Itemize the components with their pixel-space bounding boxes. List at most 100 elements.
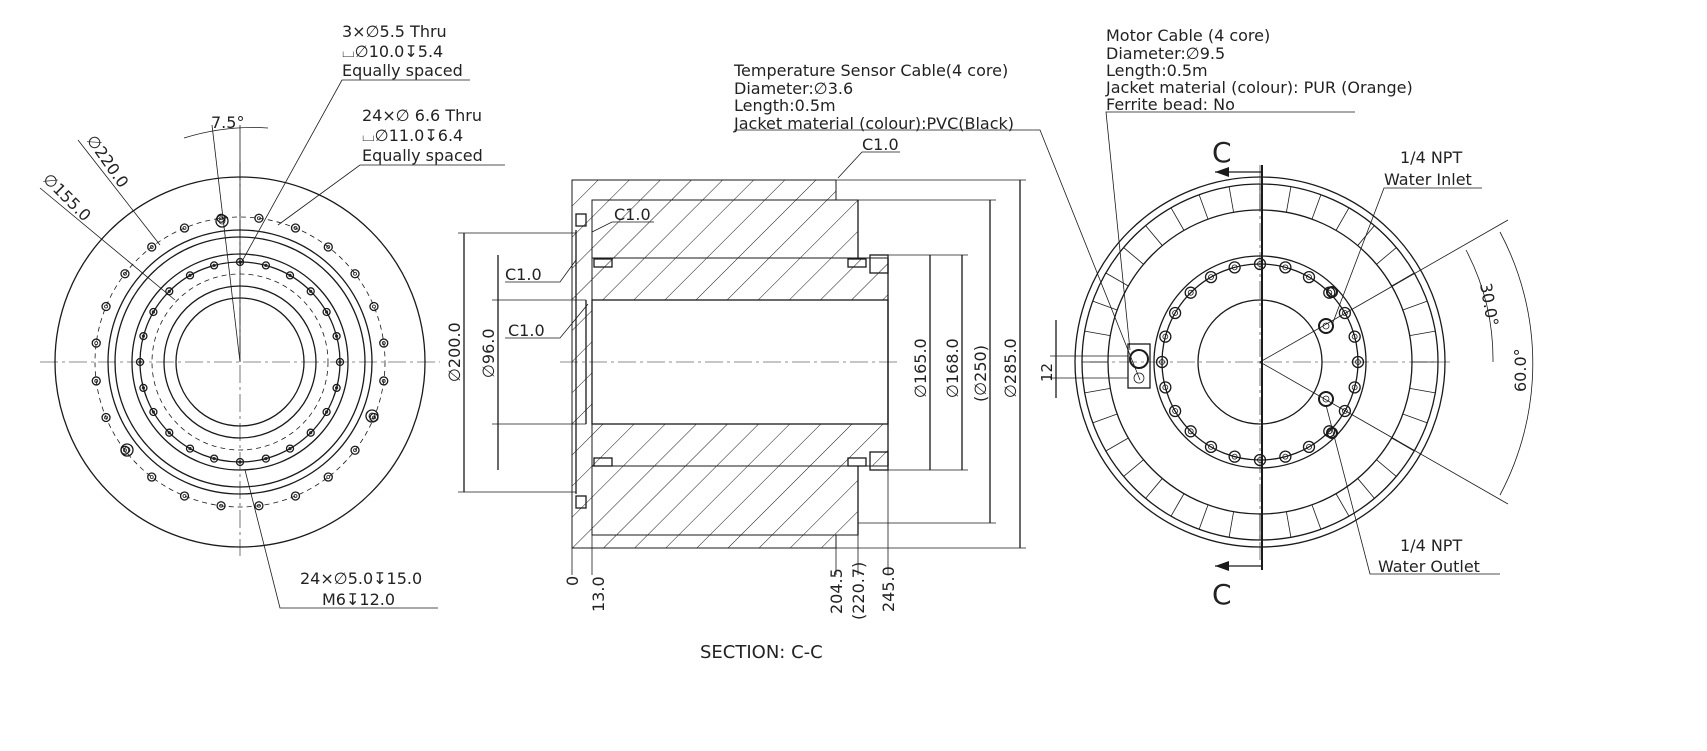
front-outer-hole-core (372, 304, 376, 309)
rear-slot (1311, 504, 1322, 530)
front-inner-hole (139, 383, 148, 393)
temp-line4: Jacket material (colour):PVC(Black) (733, 114, 1014, 133)
front-outer-hole-core (104, 304, 108, 309)
front-outer-hole (91, 338, 101, 348)
front-inner-hole-core (309, 431, 313, 435)
front-inner-hole-core (141, 334, 146, 338)
front-inner-hole (261, 261, 271, 270)
rear-bolt-hole (1253, 453, 1267, 467)
front-outer-hole (147, 472, 157, 482)
rear-bolt-hole (1253, 257, 1267, 271)
front-inner-hole-core (138, 360, 142, 364)
rear-slot (1145, 225, 1163, 246)
motor-line4: Jacket material (colour): PUR (Orange) (1105, 78, 1413, 97)
hole-a-line3: Equally spaced (342, 61, 463, 80)
front-outer-hole-core (293, 226, 298, 230)
rear-bolt-hole-core (1351, 333, 1358, 340)
front-inner-hole-core (188, 273, 192, 277)
rear-bolt-hole (1168, 306, 1182, 320)
hole-b-line3: Equally spaced (362, 146, 483, 165)
rear-bolt-hole (1302, 440, 1316, 454)
front-outer-hole-core (257, 503, 261, 508)
front-outer-hole-core (326, 245, 331, 249)
rear-bolt-hole-core (1162, 333, 1169, 340)
rear-slot (1170, 493, 1185, 517)
chamfer-top: C1.0 (862, 135, 899, 154)
front-outer-hole (101, 412, 111, 423)
front-outer-hole (290, 223, 301, 233)
section-marker-bottom: C (1212, 578, 1232, 611)
dia-220: ∅220.0 (83, 131, 133, 191)
front-inner-hole (285, 444, 295, 453)
front-outer-hole-core (257, 216, 261, 221)
dim-bottom-220-7: (220.7) (849, 562, 868, 620)
front-inner-hole (149, 407, 158, 417)
rear-bolt-hole-core (1282, 264, 1289, 271)
rear-slot (1311, 194, 1322, 220)
inlet-line2: Water Inlet (1384, 170, 1472, 189)
dia-155: ∅155.0 (39, 169, 95, 225)
offset-12: 12 (1038, 363, 1056, 382)
front-inner-hole (185, 271, 195, 280)
rear-slot (1402, 413, 1428, 424)
rear-bolt-hole-core (1231, 453, 1238, 460)
rear-bolt-hole-core (1172, 310, 1179, 316)
rear-bolt-hole-core (1187, 289, 1194, 296)
front-outer-hole (350, 445, 360, 455)
front-inner-hole (165, 428, 174, 437)
front-outer-hole (379, 376, 389, 386)
front-inner-hole-core (167, 289, 171, 293)
front-outer-hole (91, 376, 101, 386)
front-outer-hole-core (353, 271, 357, 276)
motor-line1: Motor Cable (4 core) (1106, 26, 1270, 45)
front-inner-hole (185, 444, 195, 453)
rear-bolt-hole (1279, 450, 1292, 463)
rear-bolt-hole-core (1162, 384, 1169, 391)
hole-a-line2: ⌴∅10.0↧5.4 (342, 42, 443, 61)
chamfer-left-1: C1.0 (505, 265, 542, 284)
front-outer-hole-core (104, 415, 108, 420)
rear-bolt-hole (1228, 450, 1241, 463)
front-inner-hole (306, 428, 315, 437)
dim-bottom-13: 13.0 (589, 576, 608, 612)
rear-bolt-hole-core (1351, 384, 1358, 391)
temp-line2: Diameter:∅3.6 (734, 79, 853, 98)
front-outer-hole-core (381, 341, 386, 345)
front-outer-hole (179, 491, 190, 501)
section-marker-top: C (1212, 136, 1232, 169)
outlet-line1: 1/4 NPT (1400, 536, 1462, 555)
section-caption: SECTION: C-C (700, 642, 823, 663)
hole-b-line1: 24×∅ 6.6 Thru (362, 106, 482, 125)
rear-bolt-hole-core (1159, 359, 1165, 365)
front-inner-hole-core (325, 310, 329, 314)
rear-slot (1084, 388, 1111, 394)
front-outer-hole (147, 242, 157, 252)
front-outer-hole-core (182, 226, 187, 230)
chamfer-left-2: C1.0 (508, 321, 545, 340)
rear-bolt-hole (1228, 261, 1241, 274)
front-outer-hole-core (293, 494, 298, 498)
section-view (458, 129, 1141, 575)
front-inner-hole-core (167, 431, 171, 435)
rear-slot (1409, 330, 1436, 336)
front-outer-hole (369, 301, 379, 312)
rear-slot (1145, 478, 1163, 499)
front-inner-hole (209, 261, 219, 270)
rear-bolt-hole (1155, 355, 1169, 369)
rear-bolt-hole (1159, 381, 1172, 394)
front-inner-hole (139, 331, 148, 341)
front-outer-hole-core (123, 271, 127, 276)
front-inner-hole (335, 357, 345, 367)
front-inner-hole (322, 307, 331, 317)
rear-slot (1084, 330, 1111, 336)
rear-bolt-hole-core (1282, 453, 1289, 460)
rear-slot (1402, 300, 1428, 311)
tapped-line2: M6↧12.0 (322, 590, 395, 609)
front-inner-hole (306, 287, 315, 296)
rear-slot (1357, 478, 1375, 499)
front-outer-hole-core (94, 379, 99, 383)
front-outer-hole (254, 501, 264, 511)
front-outer-hole-core (94, 341, 99, 345)
temp-line3: Length:0.5m (734, 96, 836, 115)
